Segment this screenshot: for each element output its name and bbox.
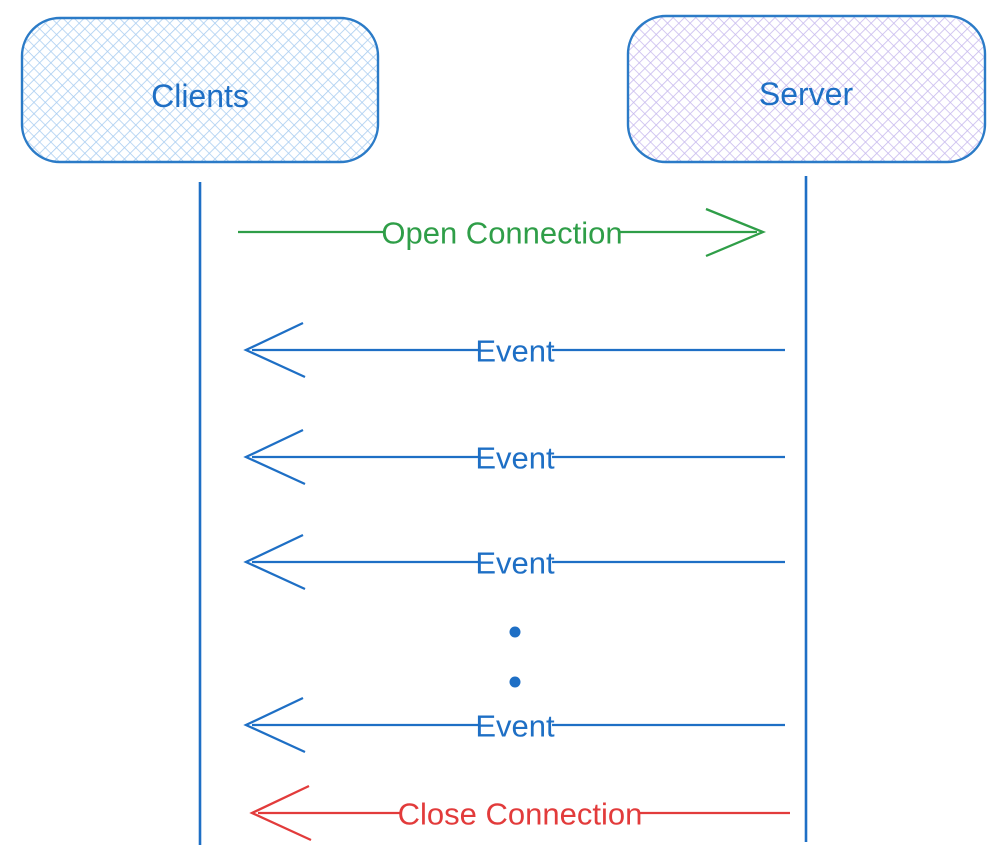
arrowhead-left-icon	[243, 533, 306, 591]
continuation-dots	[509, 626, 521, 688]
arrowhead-left-icon	[243, 428, 306, 486]
event-3-label-bg	[478, 545, 553, 581]
message-event-1: Event	[243, 321, 785, 379]
message-close-connection: Close Connection	[249, 784, 790, 842]
message-event-2: Event	[243, 428, 785, 486]
event-2-label: Event	[475, 441, 555, 476]
event-4-label: Event	[475, 709, 555, 744]
event-4-label-bg	[478, 708, 553, 744]
message-event-3: Event	[243, 533, 785, 591]
clients-box-label: Clients	[151, 78, 249, 114]
close-connection-label-bg	[400, 796, 640, 832]
clients-box	[20, 16, 380, 164]
arrowhead-left-icon	[249, 784, 312, 842]
event-3-label: Event	[475, 546, 555, 581]
actor-clients: Clients	[20, 16, 380, 164]
event-1-label-bg	[478, 333, 553, 369]
continuation-dot-icon	[509, 626, 521, 638]
event-1-label: Event	[475, 334, 555, 369]
arrowhead-right-icon	[705, 207, 767, 258]
arrowhead-left-icon	[243, 696, 306, 754]
actor-server: Server	[626, 14, 987, 164]
close-connection-label: Close Connection	[398, 797, 643, 832]
event-2-label-bg	[478, 440, 553, 476]
server-box	[626, 14, 987, 164]
continuation-dot-icon	[509, 676, 521, 688]
open-connection-label: Open Connection	[381, 216, 622, 251]
server-box-label: Server	[759, 76, 854, 112]
arrowhead-left-icon	[243, 321, 306, 379]
message-open-connection: Open Connection	[238, 207, 767, 258]
open-connection-label-bg	[384, 215, 620, 251]
message-event-4: Event	[243, 696, 785, 754]
